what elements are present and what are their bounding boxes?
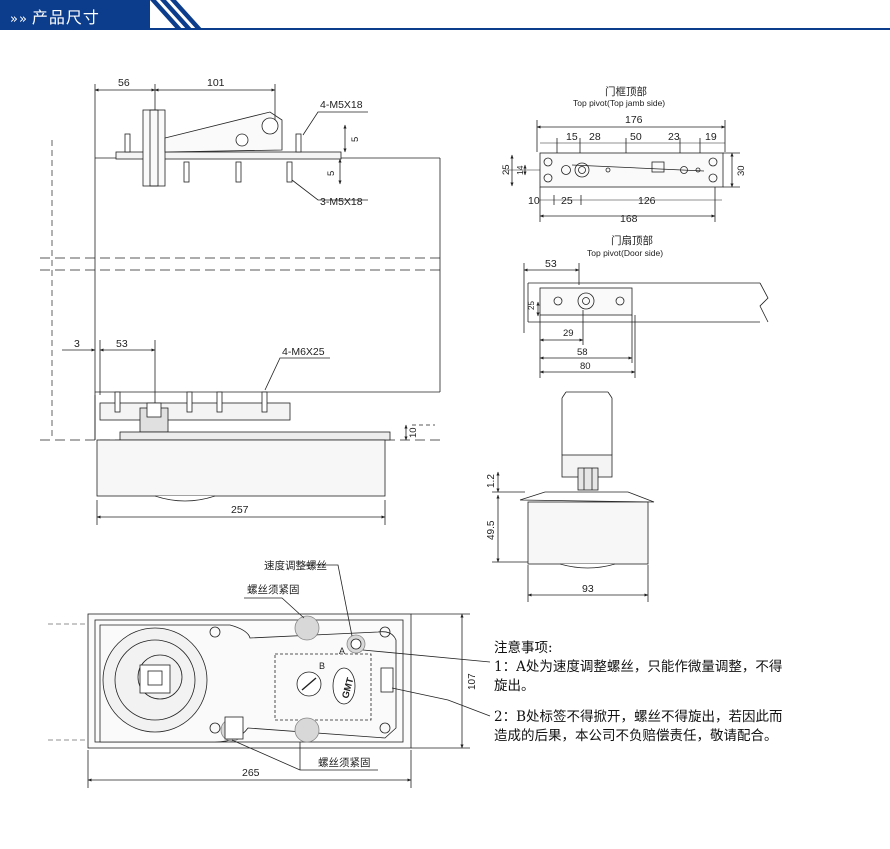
header-underline [0,28,890,30]
dim-25-door: 25 [527,301,536,310]
dim-53: 53 [116,338,128,350]
dim-19: 19 [705,131,717,143]
section-header: »»产品尺寸 [0,0,890,30]
door-pivot-labels: 门扇顶部 Top pivot(Door side) 53 25 29 58 80 [527,234,663,372]
section-title: »»产品尺寸 [10,8,100,27]
door-title-en: Top pivot(Door side) [587,248,663,258]
lock-screw-label-bottom: 螺丝须紧固 [318,757,371,769]
brand-label: GMT [340,676,356,699]
dim-126: 126 [638,195,656,207]
dim-1-2: 1.2 [486,474,497,488]
side-view [40,84,441,525]
jamb-pivot-view [505,120,740,222]
screw-label-top: 4-M5X18 [320,99,363,111]
dim-176: 176 [625,114,643,126]
plan-view-labels: 速度调整螺丝 螺丝须紧固 螺丝须紧固 A B GMT 107 265 [242,559,478,779]
dim-15: 15 [566,131,578,143]
jamb-pivot-labels: 门框顶部 Top pivot(Top jamb side) 176 15 28 … [501,85,747,225]
dim-50: 50 [630,131,642,143]
dim-265: 265 [242,767,260,779]
dim-49-5: 49.5 [486,520,497,540]
jamb-title-cn: 门框顶部 [605,85,647,98]
dim-101: 101 [207,77,225,89]
note-2-line-2: 造成的后果，本公司不负赔偿责任，敬请配合。 [494,728,778,744]
dim-14: 14 [515,165,525,175]
dim-5-mid: 5 [326,171,337,176]
dim-80: 80 [580,361,591,372]
dim-23: 23 [668,131,680,143]
dim-30: 30 [736,165,747,176]
note-2-line-1: 2：B处标签不得掀开，螺丝不得旋出，若因此而 [494,709,783,725]
dim-10-bottom: 10 [528,195,540,207]
plan-view [48,564,491,788]
dim-58: 58 [577,347,588,358]
dim-25-h: 25 [501,164,512,175]
end-view [492,391,655,602]
dim-257: 257 [231,504,249,516]
dim-53-door: 53 [545,258,557,270]
side-view-labels: 56 101 4-M5X18 5 5 3-M5X18 3 53 4-M6X25 … [74,77,419,516]
notes-title: 注意事项: [494,640,553,656]
dim-5-right: 5 [350,137,361,142]
door-pivot-view [523,263,769,378]
double-chevron-right-icon: »» [10,12,28,27]
dim-25-bottom: 25 [561,195,573,207]
jamb-title-en: Top pivot(Top jamb side) [573,98,665,108]
screw-label-door: 4-M6X25 [282,346,325,358]
dim-28: 28 [589,131,601,143]
dim-10: 10 [408,427,419,438]
note-1-line-1: 1：A处为速度调整螺丝，只能作微量调整，不得 [494,659,783,675]
speed-screw-label: 速度调整螺丝 [264,559,327,572]
dim-56: 56 [118,77,130,89]
door-title-cn: 门扇顶部 [611,234,653,247]
screw-label-bottom: 3-M5X18 [320,196,363,208]
end-view-labels: 1.2 49.5 93 [486,474,594,595]
dim-168: 168 [620,213,638,225]
dim-3: 3 [74,338,80,350]
mark-a: A [339,646,345,656]
note-1-line-2: 旋出。 [494,678,535,694]
mark-b: B [319,661,325,671]
screw-set-top [124,133,302,183]
header-band [0,0,150,30]
dim-29: 29 [563,328,574,339]
lock-screw-label-top: 螺丝须紧固 [247,584,300,596]
dim-107: 107 [467,673,478,690]
dim-93: 93 [582,583,594,595]
